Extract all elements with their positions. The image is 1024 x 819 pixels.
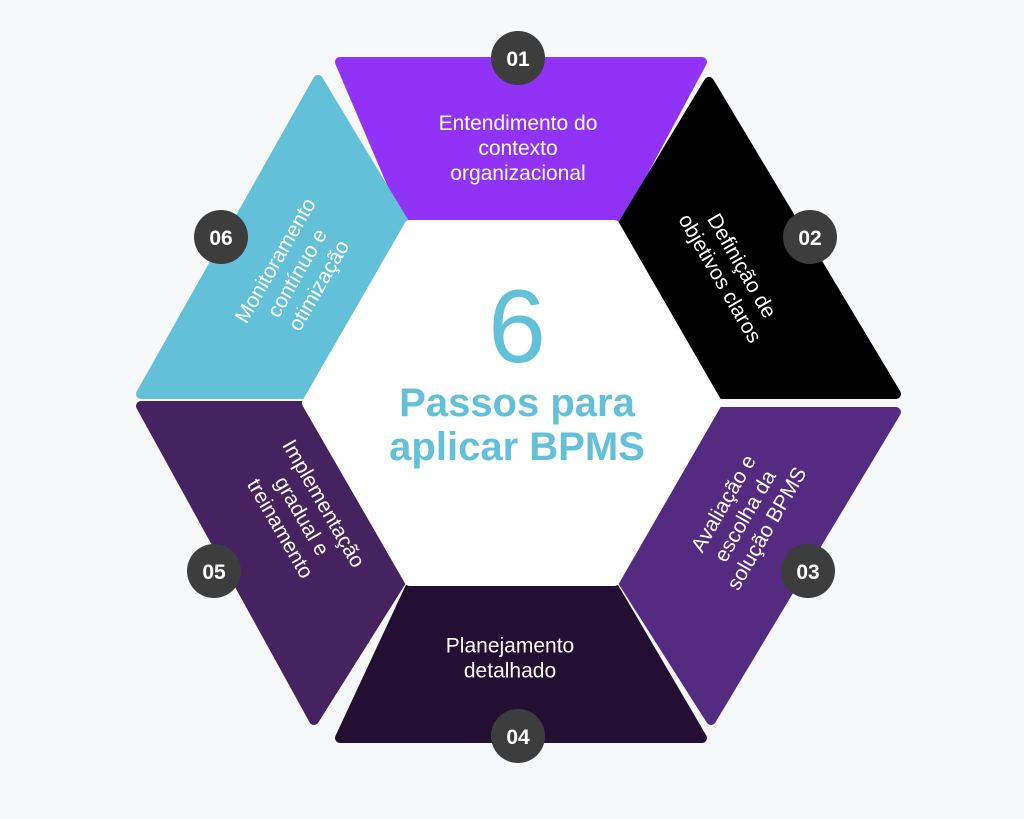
step-label-line: contexto <box>478 137 557 160</box>
badge-circle <box>781 544 835 598</box>
center-hub: 6 Passos para aplicar BPMS <box>302 220 722 586</box>
badge-number: 04 <box>506 726 530 749</box>
step-segment <box>136 401 407 725</box>
step-badge: 04 <box>491 709 545 763</box>
center-hexagon <box>302 220 722 586</box>
step-badge: 05 <box>187 544 241 598</box>
step-label-line: detalhado <box>464 660 556 683</box>
step-badge: 01 <box>491 31 545 85</box>
badge-number: 05 <box>202 561 226 584</box>
badge-circle <box>491 709 545 763</box>
step-badge: 06 <box>194 210 248 264</box>
badge-number: 03 <box>796 561 819 584</box>
step-label-line: organizacional <box>450 162 585 185</box>
badge-circle <box>194 210 248 264</box>
badge-number: 01 <box>506 48 530 71</box>
badge-number: 02 <box>798 227 821 250</box>
center-title-line: aplicar BPMS <box>389 425 645 469</box>
badges-layer: 01 02 03 04 05 06 <box>187 31 837 763</box>
step-segment <box>335 583 707 743</box>
center-title-line: Passos para <box>399 381 635 425</box>
step-badge: 03 <box>781 544 835 598</box>
step-label-line: Entendimento do <box>439 112 598 135</box>
badge-number: 06 <box>209 227 232 250</box>
badge-circle <box>783 210 837 264</box>
badge-circle <box>491 31 545 85</box>
step-segment <box>617 407 901 725</box>
step-label-line: Planejamento <box>446 635 574 658</box>
step-badge: 02 <box>783 210 837 264</box>
badge-circle <box>187 544 241 598</box>
center-number: 6 <box>488 269 546 385</box>
